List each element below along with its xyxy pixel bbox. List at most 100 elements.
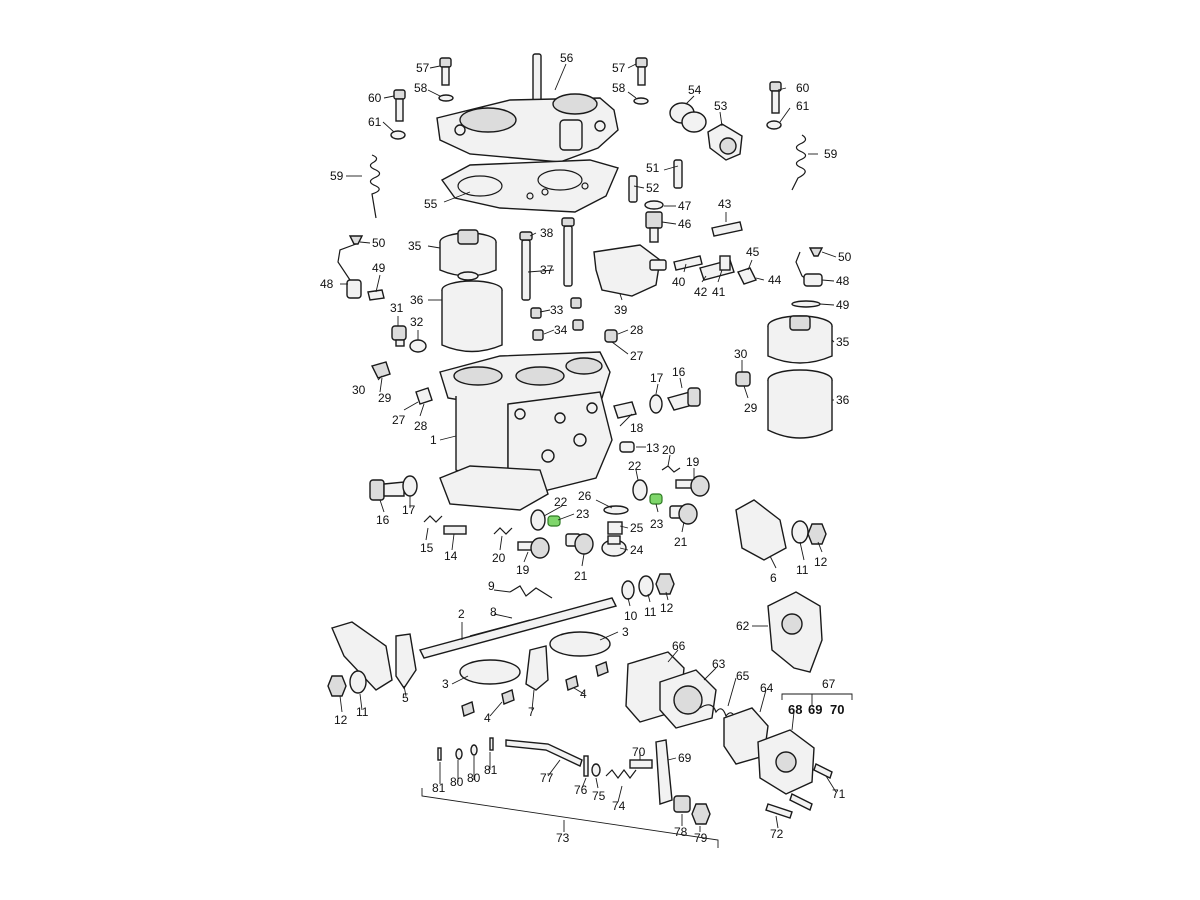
pump-cover-part-68 [757,729,815,795]
label-20-left: 20 [492,551,506,565]
jet-part-33-b [570,297,582,309]
fitting-part-27-left [415,387,433,405]
label-9: 9 [488,579,495,593]
label-65: 65 [736,669,750,683]
label-22-right: 22 [628,459,642,473]
plug-part-53 [707,123,743,161]
rod-part-37-b [563,225,573,287]
label-56: 56 [560,51,574,65]
label-69-top: 69 [808,702,822,717]
label-11-mid: 11 [644,605,657,619]
label-11-left: 11 [356,705,369,719]
lever-part-5-left [331,621,393,691]
plug-part-30-left [370,361,391,379]
leader-lines [339,63,837,832]
label-8: 8 [490,605,497,619]
throttle-plate-part-3-left [459,659,521,685]
label-40: 40 [672,275,686,289]
washer-part-47 [644,200,664,210]
label-36-right: 36 [836,393,850,407]
washer-part-11-mid [638,575,654,597]
jet-part-23-right-highlighted [649,493,663,505]
label-26: 26 [578,489,592,503]
screw-part-18 [613,401,637,419]
washer-part-22-right [632,479,648,501]
bracket-part-73 [421,788,719,848]
plug-part-28-right [604,329,618,343]
spring-part-20-right [661,465,681,473]
label-53: 53 [714,99,728,113]
washer-part-58-left [438,94,454,102]
label-3-left: 3 [442,677,449,691]
label-48-right: 48 [836,274,850,288]
label-71: 71 [832,787,846,801]
spring-part-59-right [791,134,807,191]
label-14: 14 [444,549,458,563]
label-31: 31 [390,301,404,315]
shaft-part-8 [469,619,531,637]
screw-part-4-c [565,675,579,691]
label-54: 54 [688,83,702,97]
label-16-right: 16 [672,365,686,379]
label-29-left: 29 [378,391,392,405]
washer-part-26 [603,505,629,515]
label-12-right: 12 [814,555,828,569]
carburetor-body-part-1 [439,351,613,511]
float-part-35-left [439,229,497,281]
label-6: 6 [770,571,777,585]
label-47: 47 [678,199,692,213]
spring-part-15 [423,515,443,523]
label-35-right: 35 [836,335,850,349]
label-1: 1 [430,433,437,447]
screw-part-50-right [808,247,824,257]
label-30-right: 30 [734,347,748,361]
lever-part-7 [525,645,549,691]
label-27-right: 27 [630,349,644,363]
washer-part-80-b [470,744,478,756]
label-61-left: 61 [368,115,382,129]
plug-part-31 [391,325,407,347]
top-cover-part-56 [436,53,619,163]
screw-part-14 [443,525,467,535]
screw-part-57-right [635,57,648,86]
throttle-shaft-part-2 [418,597,618,659]
label-23-left: 23 [576,507,590,521]
label-11-right: 11 [796,563,809,577]
stud-part-52 [628,175,638,203]
label-60-right: 60 [796,81,810,95]
label-59-left: 59 [330,169,344,183]
label-66: 66 [672,639,686,653]
label-32: 32 [410,315,424,329]
label-7: 7 [528,705,535,719]
rod-part-77 [505,739,583,767]
washer-part-17-right [649,394,663,414]
label-28-left: 28 [414,419,428,433]
label-5: 5 [402,691,409,705]
label-70: 70 [632,745,646,759]
plug-part-21-right [669,503,698,525]
washer-part-58-right [633,97,649,105]
label-19-left: 19 [516,563,530,577]
washer-part-22-left [530,509,546,531]
washer-part-80-a [455,748,463,760]
washer-part-11-left [349,670,367,694]
banjo-part-24 [601,535,627,557]
throttle-plate-part-3-right [549,631,611,657]
screw-part-50-left [348,235,364,245]
part-labels: 57 56 57 58 58 60 61 59 55 54 53 60 61 5… [320,51,852,845]
label-44: 44 [768,273,782,287]
jet-part-34-b [572,319,584,331]
washer-part-61-left [390,130,406,140]
spring-part-9 [509,585,553,599]
label-13: 13 [646,441,660,455]
nut-part-78 [673,795,691,813]
label-23-right: 23 [650,517,664,531]
pin-part-70 [629,759,653,769]
label-64: 64 [760,681,774,695]
fitting-part-44 [737,267,757,285]
washer-part-61-right [766,120,782,130]
label-49-left: 49 [372,261,386,275]
label-37: 37 [540,263,554,277]
screw-part-60-right [769,81,782,114]
